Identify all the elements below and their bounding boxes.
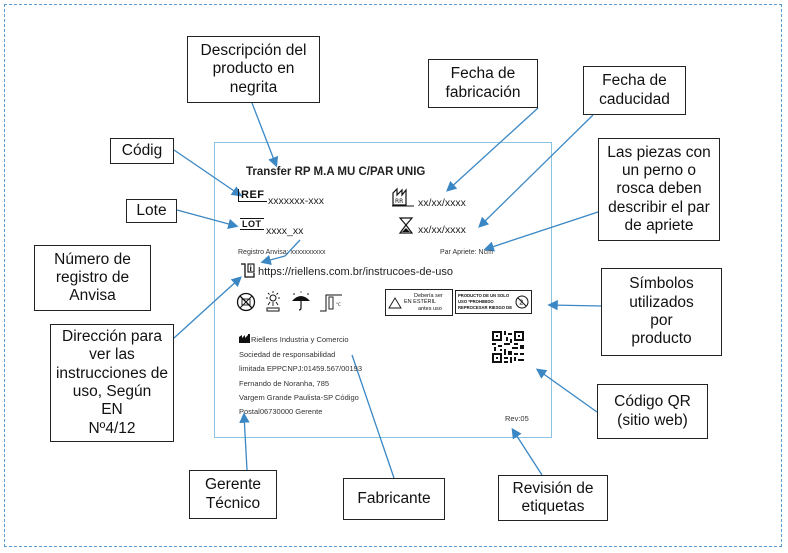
manufacturer-line-5: Vargem Grande Paulista-SP Código: [239, 393, 359, 402]
connector-piezas: [483, 211, 599, 252]
keep-away-from-sunlight-icon: [266, 291, 280, 312]
callout-lote: Lote: [126, 199, 177, 223]
svg-text:2: 2: [519, 299, 523, 307]
single-use-line3: REPROCESAR RIESGO DE: [458, 304, 512, 310]
manufacturer-line-2: Sociedad de responsabilidad: [239, 350, 336, 359]
connector-lote: [176, 209, 239, 229]
connector-simbolos: [547, 299, 602, 311]
sterile-warning-box: Debería ser EN ESTÉRIL antes uso: [385, 289, 453, 316]
manufacturer-line-6: Postal06730000 Gerente: [239, 407, 323, 415]
outer-dashed-frame: [4, 4, 782, 547]
connector-codigo-qr: [535, 368, 598, 413]
callout-gerente: Gerente Técnico: [189, 470, 277, 519]
revision-text: Rev:05: [505, 414, 529, 423]
callout-registro-anvisa: Número de registro de Anvisa: [34, 245, 151, 311]
do-not-resterilize-icon: [236, 292, 256, 312]
temperature-limit-icon: °C: [320, 294, 342, 312]
manufacture-date-icon: RR: [392, 187, 414, 207]
connector-registro: [284, 239, 301, 257]
instructions-for-use-icon: i: [241, 263, 255, 278]
callout-piezas-perno: Las piezas con un perno o rosca deben de…: [598, 138, 720, 241]
callout-direccion: Dirección para ver las instrucciones de …: [50, 324, 174, 442]
ref-value: xxxxxxx-xxx: [268, 195, 324, 207]
connector-direccion: [173, 276, 242, 339]
sterile-line3: antes uso: [418, 305, 442, 312]
callout-revision: Revisión de etiquetas: [498, 475, 608, 521]
callout-codig: Códig: [110, 138, 174, 164]
connector-registro-arrow: [260, 254, 286, 265]
exp-date-value: xx/xx/xxxx: [418, 224, 466, 236]
ref-symbol-icon: REF: [238, 189, 267, 202]
callout-codigo-qr: Código QR (sitio web): [597, 384, 708, 439]
callout-fecha-fabricacion: Fecha de fabricación: [428, 59, 538, 108]
connector-gerente: [239, 412, 250, 471]
sterile-warning-triangle-icon: [388, 296, 402, 308]
mfg-date-value: xx/xx/xxxx: [418, 197, 466, 209]
callout-simbolos: Símbolos utilizados por producto: [601, 268, 722, 356]
lot-symbol-icon: LOT: [240, 218, 264, 230]
manufacturer-icon: [239, 334, 250, 343]
callout-fecha-caducidad: Fecha de caducidad: [583, 66, 686, 115]
connector-codig: [173, 149, 243, 197]
svg-text:RR: RR: [395, 198, 403, 205]
callout-fabricante: Fabricante: [343, 478, 445, 520]
connector-fecha-caducidad: [478, 114, 594, 228]
single-use-line2: USO *PROHIBIDO: [458, 299, 494, 305]
qr-code-icon: [492, 331, 524, 363]
manufacturer-line-1: Riellens Industria y Comercio: [251, 335, 349, 344]
do-not-reuse-icon: 2: [515, 295, 529, 309]
svg-text:°C: °C: [336, 302, 341, 307]
sterile-line1: Debería ser: [414, 293, 443, 300]
svg-text:i: i: [250, 265, 252, 273]
single-use-line1: PRODUCTO DE UN SOLO: [458, 293, 510, 299]
manufacturer-line-3: limitada EPPCNPJ:01459.567/00193: [239, 364, 362, 373]
connector-fabricante: [351, 354, 395, 479]
registro-anvisa-text: Registro Anvisa: xxxxxxxxxx: [238, 249, 326, 256]
connector-fecha-fabricacion: [446, 107, 539, 192]
single-use-box: PRODUCTO DE UN SOLO USO *PROHIBIDO REPRO…: [455, 290, 532, 314]
label-title: Transfer RP M.A MU C/PAR UNIG: [246, 166, 426, 178]
lot-value: xxxx_xx: [266, 225, 304, 237]
sterile-en: EN: [404, 299, 412, 306]
sterile-line2: ESTÉRIL: [413, 299, 437, 306]
connector-revision: [511, 427, 543, 476]
callout-descripcion: Descripción del producto en negrita: [187, 36, 320, 103]
manufacturer-line-4: Fernando de Noranha, 785: [239, 379, 330, 388]
keep-dry-icon: [292, 291, 310, 311]
par-apriete-text: Par Apriete: Ncm: [440, 249, 493, 256]
product-label-frame: [214, 142, 552, 438]
connector-descripcion: [251, 102, 279, 168]
expiry-hourglass-icon: [398, 217, 414, 234]
ifu-url[interactable]: https://riellens.com.br/instrucoes-de-us…: [258, 266, 454, 278]
